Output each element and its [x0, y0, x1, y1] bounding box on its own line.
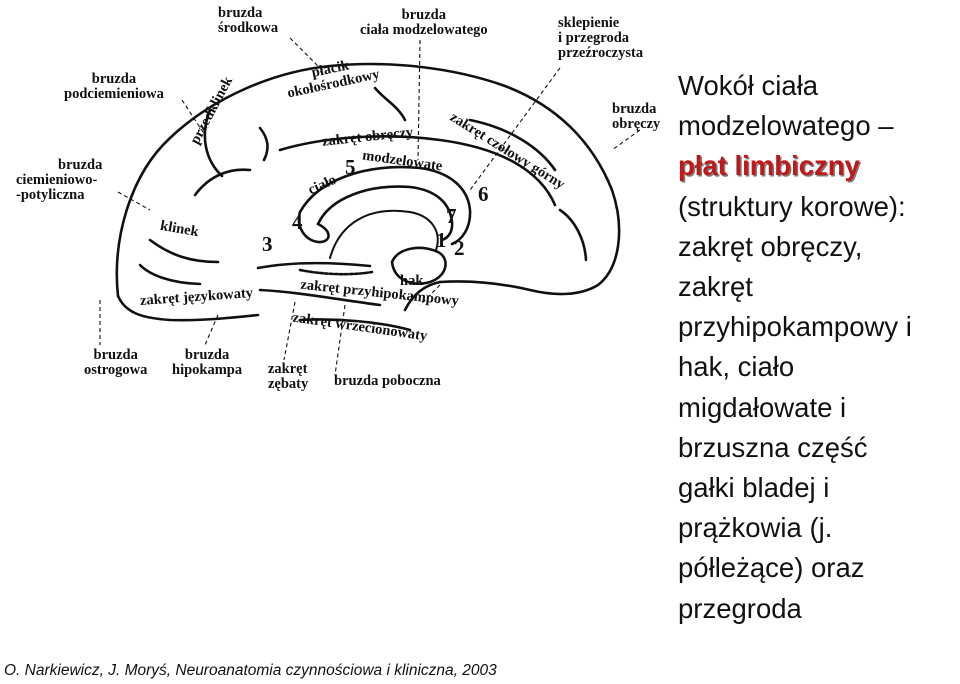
label-bruzda-poboczna: bruzda poboczna — [334, 373, 441, 389]
number-4: 4 — [292, 210, 303, 234]
label-sklepienie: sklepienie i przegroda przeźroczysta — [558, 15, 644, 61]
text-line: przegroda — [678, 592, 802, 624]
text-line: gałki bladej i — [678, 472, 830, 504]
label-bruzda-obreczy: bruzda obręczy — [612, 101, 661, 132]
highlighted-term: płat limbiczny — [678, 150, 860, 182]
label-bruzda-hipokampa: bruzda hipokampa — [172, 347, 243, 378]
number-1: 1 — [436, 228, 447, 252]
label-bruzda-podciemieniowa: bruzda podciemieniowa — [64, 71, 164, 102]
label-bruzda-ostrogowa: bruzda ostrogowa — [84, 347, 148, 378]
label-bruzda-ciemieniowo-potyliczna: bruzda ciemieniowo- -potyliczna — [16, 157, 103, 203]
text-line: przyhipokampowy i — [678, 311, 912, 343]
text-line: Wokół ciała — [678, 70, 819, 101]
number-5: 5 — [345, 155, 356, 179]
source-citation: O. Narkiewicz, J. Moryś, Neuroanatomia c… — [4, 662, 497, 679]
text-line: modzelowatego – — [678, 110, 894, 142]
number-7: 7 — [446, 204, 457, 228]
text-line: hak, ciało — [678, 351, 795, 383]
label-hak: hak — [400, 273, 424, 289]
number-3: 3 — [262, 232, 273, 256]
text-line: półleżące) oraz — [678, 552, 865, 584]
label-bruzda-ciala-modzelowatego: bruzda ciała modzelowatego — [360, 7, 488, 38]
text-line: migdałowate i — [678, 391, 847, 423]
label-zakret-zebaty: zakręt zębaty — [268, 361, 309, 392]
limbic-lobe-description: Wokół ciała modzelowatego – płat limbicz… — [678, 66, 960, 629]
text-line: zakręt obręczy, — [678, 230, 863, 262]
text-line: (struktury korowe): — [678, 190, 906, 222]
number-6: 6 — [478, 182, 489, 206]
label-bruzda-srodkowa: bruzda środkowa — [218, 5, 279, 36]
text-line: zakręt — [678, 271, 753, 303]
brain-medial-diagram: bruzda środkowa bruzda ciała modzelowate… — [16, 5, 661, 392]
text-line: prążkowia (j. — [678, 512, 833, 544]
text-line: brzuszna część — [678, 431, 868, 463]
number-2: 2 — [454, 236, 465, 260]
brain-outline-drawing — [99, 37, 641, 376]
